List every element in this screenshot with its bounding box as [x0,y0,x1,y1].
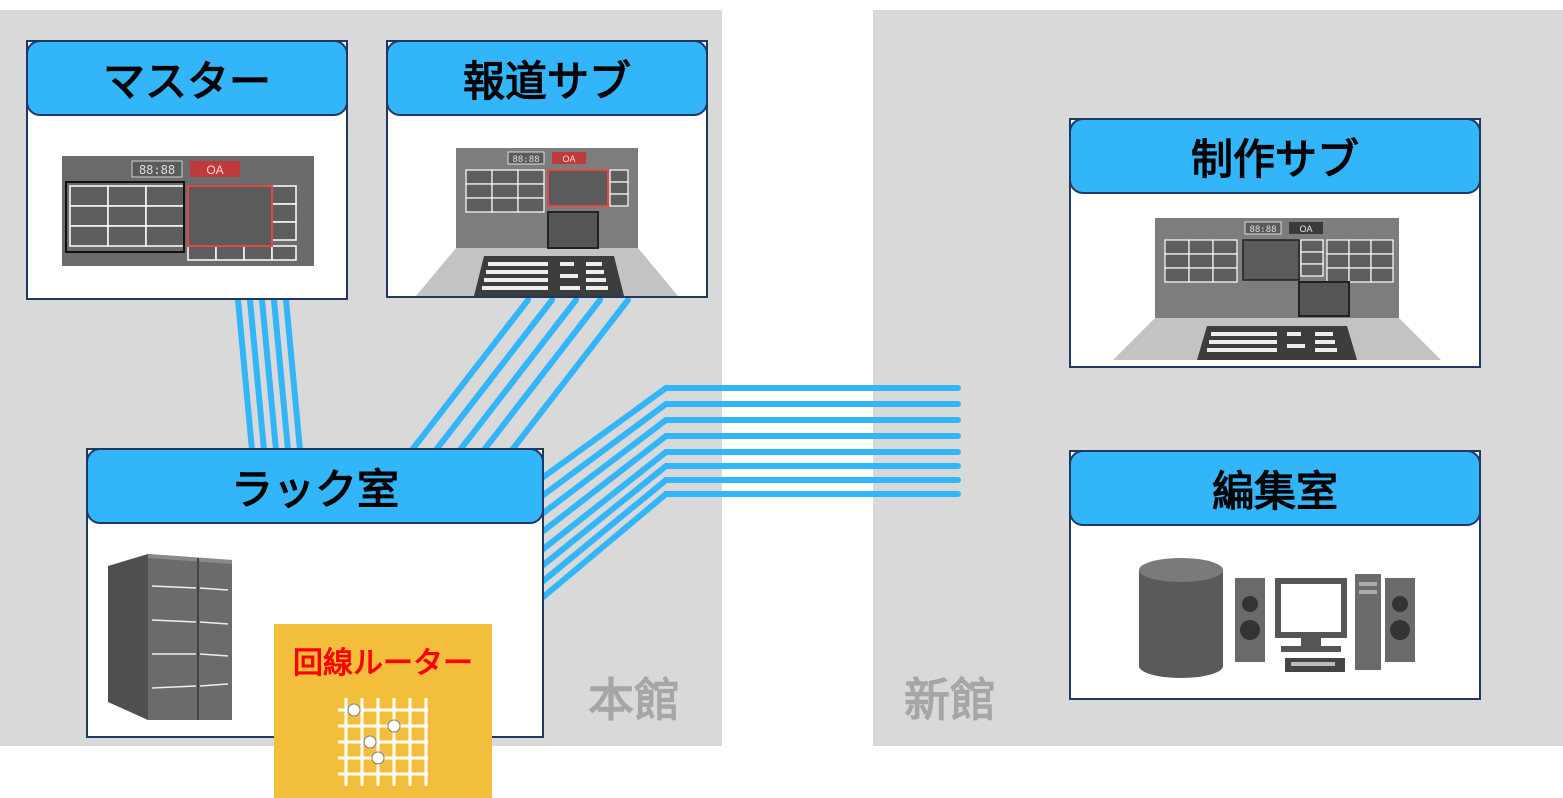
line-router-label: 回線ルーター [293,646,473,681]
cable-rack-newbuilding [539,401,961,499]
cable-rack-newbuilding [539,491,961,601]
news-sub-clock: 88:88 [512,155,539,165]
room-master: マスター 88:88 OA [26,40,348,300]
main-building-label: 本館 [588,673,680,727]
production-sub-control-desk-icon: 88:88 OA [1113,218,1441,360]
new-building-label: 新館 [904,673,996,727]
cable-news-rack [433,297,555,453]
room-news-sub: 報道サブ 88:88 OA [386,40,708,298]
room-news-sub-title: 報道サブ [386,40,708,116]
news-sub-onair: OA [562,154,575,164]
room-master-title: マスター [26,40,348,116]
master-clock: 88:88 [139,163,175,177]
room-production-sub: 制作サブ 88:88 OA [1069,118,1481,368]
room-production-sub-title: 制作サブ [1069,118,1481,194]
router-matrix-icon [338,698,428,786]
cable-master-rack [235,297,255,453]
cable-master-rack [259,297,279,453]
master-onair: OA [206,163,223,177]
cable-layer [235,297,961,601]
cable-rack-newbuilding [539,449,961,553]
server-rack-icon [108,554,232,720]
cable-news-rack [481,297,603,453]
cable-master-rack [271,297,291,453]
cable-rack-newbuilding [539,385,961,481]
cable-master-rack [283,297,303,453]
cable-rack-newbuilding [539,463,961,569]
room-editing-title: 編集室 [1069,450,1481,526]
line-router-box: 回線ルーター [274,624,492,798]
storage-disk-icon [1139,558,1223,678]
master-monitor-wall-icon: 88:88 OA [62,156,314,266]
production-sub-onair: OA [1299,224,1312,234]
cable-rack-newbuilding [539,433,961,535]
room-rack: ラック室 回線ルーター [86,448,544,798]
room-rack-title: ラック室 [86,448,544,524]
cable-news-rack [509,297,631,453]
room-editing: 編集室 [1069,450,1481,700]
cable-master-rack [247,297,267,453]
cable-rack-newbuilding [539,477,961,585]
production-sub-clock: 88:88 [1249,225,1276,235]
cable-news-rack [457,297,579,453]
editing-workstation-icon [1235,574,1415,672]
cable-rack-newbuilding [539,417,961,517]
cable-news-rack [409,297,531,453]
news-sub-control-desk-icon: 88:88 OA [416,148,678,296]
editing-equipment-icon [1139,558,1415,678]
